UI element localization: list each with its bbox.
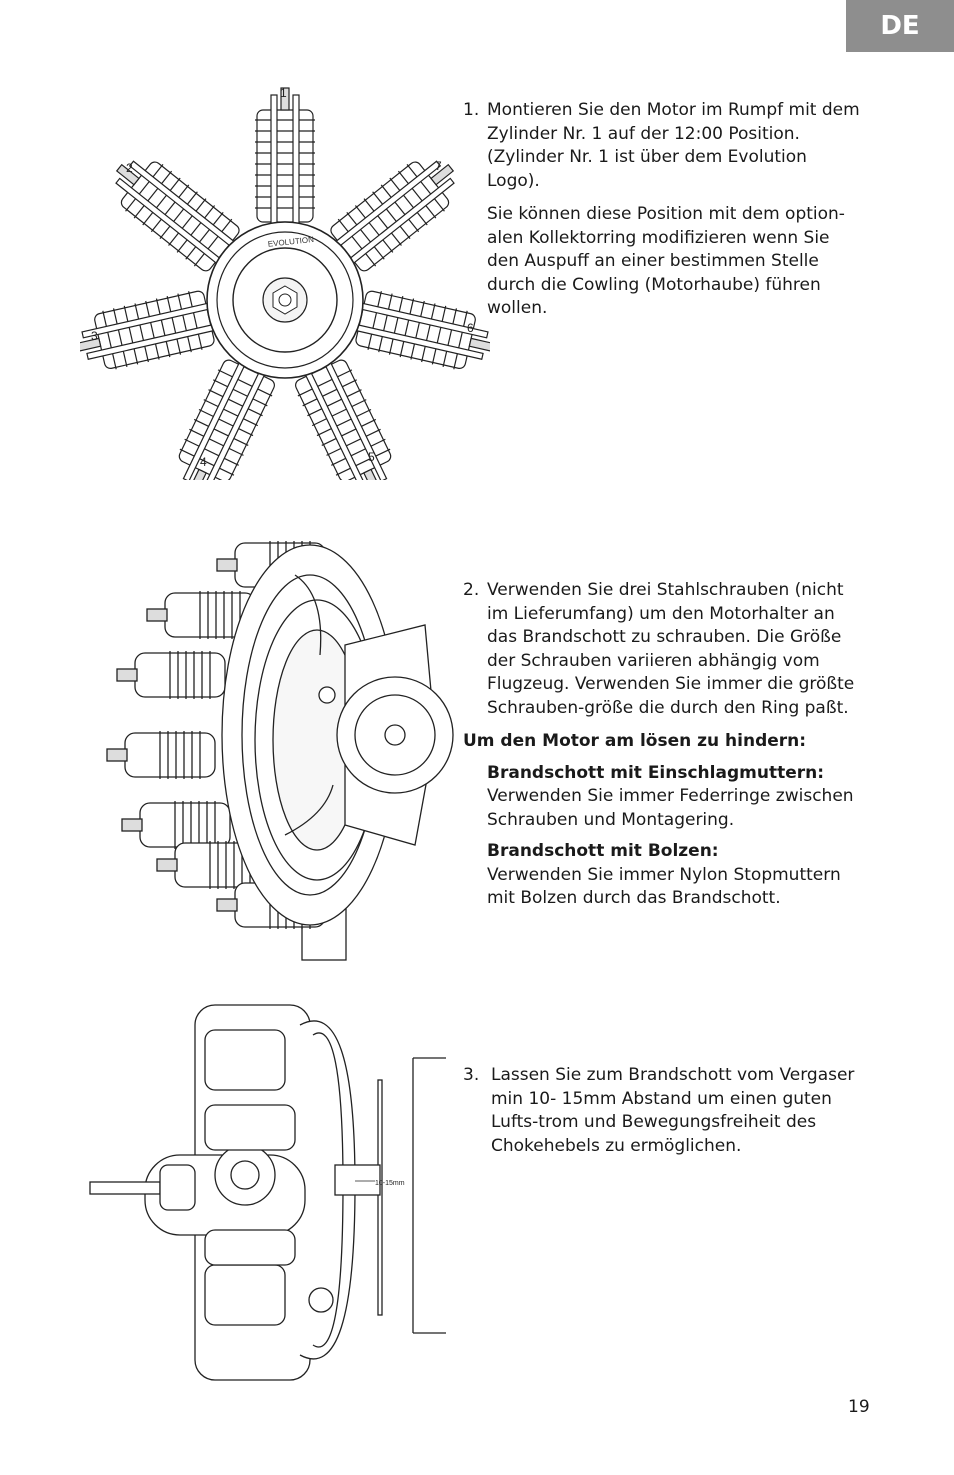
engine-front-view-illustration: EVOLUTION 1 2 3 4 5 6 7 [80,86,490,480]
step-1-paragraph-2: Sie können diese Position mit dem option… [487,204,845,318]
cylinder-label-2: 2 [126,161,133,175]
cylinder-label-5: 5 [368,450,375,464]
step-1-paragraph-1: Montieren Sie den Motor im Rumpf mit dem… [487,100,860,191]
engine-front-view-figure: EVOLUTION 1 2 3 4 5 6 7 [80,80,490,480]
step-3-number: 3. [463,1065,480,1085]
cylinder-label-4: 4 [200,455,207,469]
step-2-paragraph-1: Verwenden Sie drei Stahlschrauben (nicht… [487,580,855,718]
step-2-heading: Um den Motor am lösen zu hindern: [463,731,807,751]
step-2-sub-1-title: Brandschott mit Einschlagmuttern: [487,762,825,783]
cylinder-label-7: 7 [435,159,442,173]
step-2: 2. Verwenden Sie drei Stahlschrauben (ni… [463,579,863,919]
cylinder-label-3: 3 [91,329,98,343]
step-2-subsection-2: Brandschott mit Bolzen: Verwenden Sie im… [463,840,863,911]
step-3: 3. Lassen Sie zum Brandschott vom Vergas… [463,1064,873,1168]
step-2-number: 2. [463,580,480,600]
step-1: 1. Montieren Sie den Motor im Rumpf mit … [463,99,863,331]
cylinder-label-1: 1 [280,86,287,100]
page-number: 19 [848,1397,870,1417]
carburetor-clearance-figure: 10-15mm [85,995,455,1390]
clearance-measure-label: 10-15mm [375,1180,405,1187]
step-1-number: 1. [463,100,480,120]
step-2-sub-1-text: Verwenden Sie immer Federringe zwischen … [487,786,854,830]
engine-side-view-illustration: 10-15mm [89,1004,446,1381]
step-2-subsection-1: Brandschott mit Einschlagmuttern: Verwen… [463,762,863,833]
step-3-paragraph-1: Lassen Sie zum Brandschott vom Vergaser … [491,1065,855,1156]
engine-mount-view-figure [95,535,455,965]
step-2-sub-2-text: Verwenden Sie immer Nylon Stopmuttern mi… [487,864,841,909]
engine-mount-illustration [106,541,454,961]
cylinder-label-6: 6 [467,321,474,335]
language-tab: DE [846,0,954,52]
step-2-sub-2-title: Brandschott mit Bolzen: [487,841,719,861]
